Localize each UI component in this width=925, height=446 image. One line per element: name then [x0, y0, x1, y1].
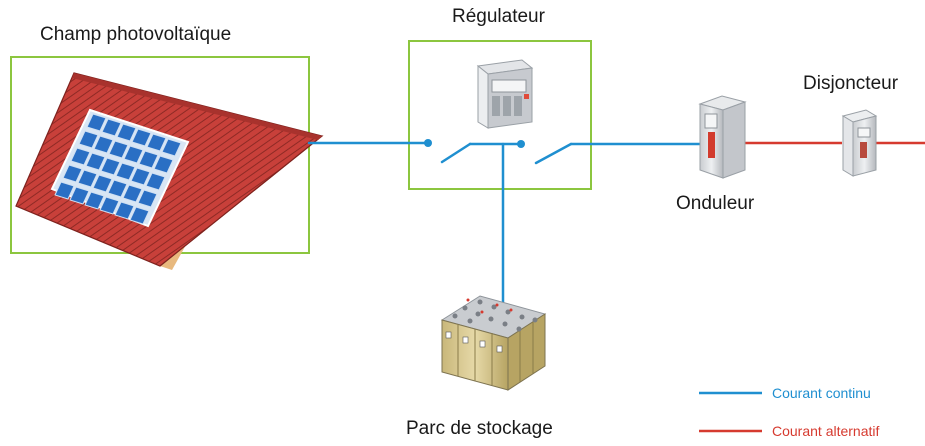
regulator-frame [408, 40, 592, 190]
legend-dc-label: Courant continu [772, 385, 871, 401]
dc-wiring [307, 141, 704, 307]
storage-label: Parc de stockage [406, 418, 553, 439]
circuit-breaker-icon [841, 109, 878, 177]
charge-controller-icon [476, 59, 534, 129]
legend-ac-label: Courant alternatif [772, 423, 880, 439]
inverter-cabinet-icon [698, 95, 747, 179]
solar-panel-icon [50, 108, 190, 228]
battery-bank-icon [440, 295, 547, 391]
inverter-label: Onduleur [676, 193, 755, 214]
switch-contacts [424, 139, 525, 148]
breaker-label: Disjoncteur [803, 73, 899, 94]
regulator-label: Régulateur [452, 6, 545, 27]
pv-field-label: Champ photovoltaïque [40, 24, 232, 45]
